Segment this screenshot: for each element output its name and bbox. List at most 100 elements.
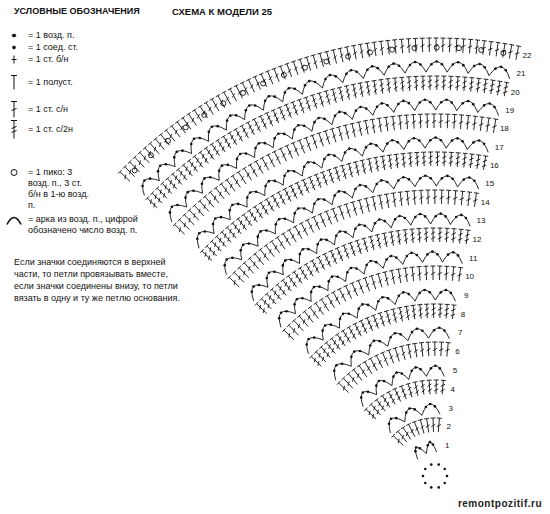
chain-stitch: [394, 218, 397, 221]
chain-stitch: [235, 114, 238, 117]
stitch-mark: [239, 275, 240, 280]
stitch-mark: [221, 135, 225, 138]
stitch-mark: [260, 157, 264, 159]
stitch-mark: [170, 124, 174, 127]
stitch-mark: [389, 164, 393, 167]
stitch-mark: [303, 180, 309, 193]
stitch-mark: [238, 219, 247, 230]
stitch-mark: [331, 49, 336, 50]
stitch-mark: [436, 76, 437, 90]
stitch-mark: [355, 324, 362, 336]
stitch-mark: [442, 152, 447, 153]
stitch-mark: [392, 399, 394, 403]
stitch-mark: [399, 346, 404, 347]
stitch-mark: [219, 182, 223, 185]
stitch-mark: [259, 213, 261, 217]
chain-stitch: [415, 446, 418, 449]
stitch-mark: [143, 146, 147, 149]
stitch-mark: [361, 321, 367, 334]
chain-stitch: [181, 149, 184, 152]
stitch-mark: [337, 381, 340, 385]
stitch-mark: [241, 176, 243, 180]
stitch-mark: [297, 99, 302, 101]
chain-stitch: [418, 101, 421, 104]
stitch-mark: [504, 87, 508, 89]
stitch-mark: [406, 383, 411, 384]
stitch-mark: [200, 201, 209, 212]
stitch-mark: [320, 53, 324, 67]
chain-stitch: [273, 137, 276, 140]
stitch-mark: [306, 187, 309, 191]
chain-stitch: [478, 63, 481, 66]
stitch-mark: [360, 91, 363, 94]
chain-arch: [411, 214, 431, 225]
chain-stitch: [419, 63, 422, 66]
stitch-mark: [320, 138, 323, 142]
stitch-mark: [337, 206, 342, 208]
chain-stitch: [324, 78, 327, 81]
stitch-mark: [332, 254, 335, 258]
stitch-mark: [386, 349, 391, 351]
stitch-mark: [388, 319, 391, 322]
stitch-mark: [502, 43, 507, 45]
stitch-mark: [347, 326, 351, 329]
stitch-mark: [234, 280, 235, 285]
stitch-mark: [421, 44, 425, 47]
stitch-mark: [487, 117, 492, 119]
chain-stitch: [392, 62, 395, 65]
legend-item: = 1 соед. ст.: [28, 42, 148, 53]
chain-arch: [247, 192, 265, 208]
row-number: 10: [464, 272, 475, 281]
chain-stitch: [226, 119, 229, 122]
stitch-mark: [317, 53, 322, 54]
stitch-mark: [249, 211, 257, 222]
stitch-mark: [387, 402, 389, 406]
stitch-mark: [327, 169, 332, 171]
stitch-mark: [197, 158, 199, 162]
stitch-mark: [441, 44, 445, 46]
stitch-mark: [458, 233, 462, 235]
stitch-mark: [270, 288, 274, 291]
chain-stitch: [409, 64, 412, 67]
stitch-mark: [372, 41, 377, 43]
chain-stitch: [371, 65, 374, 68]
stitch-mark: [348, 167, 351, 170]
chain-stitch: [419, 213, 422, 216]
stitch-mark: [197, 114, 199, 118]
stitch-mark: [340, 54, 343, 57]
chain-stitch: [421, 330, 424, 333]
row-number: 15: [484, 179, 495, 188]
stitch-mark: [157, 188, 167, 198]
chain-stitch: [353, 350, 356, 353]
stitch-mark: [205, 196, 214, 207]
stitch-mark: [319, 353, 320, 357]
chain-stitch: [307, 338, 310, 341]
chain-arch: [343, 70, 364, 83]
stitch-mark: [386, 194, 388, 208]
stitch-mark: [373, 203, 376, 206]
stitch-mark: [426, 196, 430, 198]
stitch-mark: [342, 294, 344, 298]
chain-stitch: [264, 142, 267, 145]
chain-arch: [363, 66, 384, 78]
stitch-mark: [159, 198, 160, 203]
stitch-mark: [259, 73, 264, 75]
stitch-mark: [209, 107, 211, 111]
stitch-mark: [442, 80, 446, 82]
stitch-mark: [332, 338, 340, 349]
stitch-mark: [380, 155, 385, 157]
stitch-mark: [460, 198, 464, 200]
chain-stitch: [171, 206, 174, 209]
chain-stitch: [378, 380, 381, 383]
stitch-mark: [253, 76, 258, 78]
stitch-mark: [255, 302, 258, 306]
stitch-mark: [233, 233, 235, 237]
stitch-mark: [293, 282, 295, 286]
stitch-mark: [184, 175, 186, 179]
chain-stitch: [467, 100, 470, 103]
chain-stitch: [192, 189, 195, 192]
stitch-mark: [395, 348, 399, 361]
chain-stitch: [299, 253, 302, 256]
chain-stitch: [402, 291, 405, 294]
stitch-mark: [320, 59, 323, 62]
